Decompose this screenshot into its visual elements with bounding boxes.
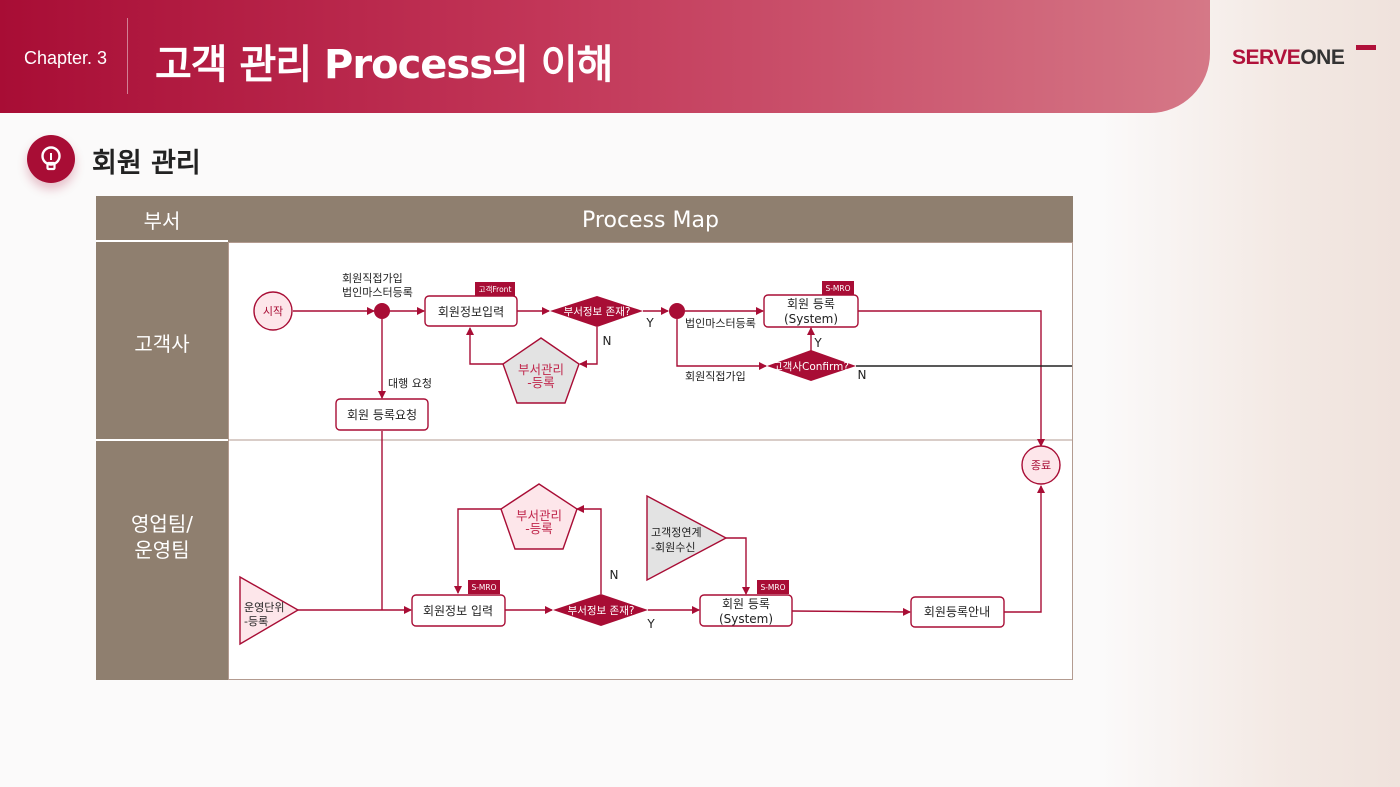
connector (791, 607, 911, 616)
connector (858, 310, 1045, 447)
corp-master-reg-label: 법인마스터등록 (685, 317, 756, 330)
no-label: N (858, 368, 867, 382)
member-reg-system-box (763, 294, 859, 328)
start-label: 시작 (263, 305, 283, 318)
connector (726, 537, 750, 595)
lane-customer: 고객사 (134, 332, 190, 356)
dept-mgmt-label-1: 부서관리 (518, 362, 564, 377)
tag-smro-label: S-MRO (760, 583, 785, 592)
dept-header: 부서 (143, 209, 181, 233)
direct-join-label: 회원직접가입 (342, 272, 403, 285)
member-info-input2-label: 회원정보 입력 (423, 604, 493, 618)
header-divider (127, 18, 128, 94)
connector (1004, 485, 1045, 613)
background-glow (1100, 0, 1400, 787)
yes-label: Y (813, 336, 822, 350)
junction-dot (669, 303, 685, 319)
member-info-input-label: 회원정보입력 (438, 305, 504, 319)
dept-mgmt-pentagon (500, 483, 578, 550)
tag-smro (757, 580, 789, 594)
dept-mgmt-pentagon (502, 337, 580, 404)
connector (676, 319, 767, 370)
tag-smro (468, 580, 500, 594)
member-reg-notice-label: 회원등록안내 (924, 605, 990, 619)
dept-mgmt-label-2: -등록 (525, 521, 553, 536)
start-node (253, 291, 293, 331)
no-label: N (610, 568, 619, 582)
customer-link-triangle (646, 494, 728, 582)
dept-exists-decision (553, 594, 648, 626)
logo-one: ONE (1300, 46, 1345, 69)
end-label: 종료 (1031, 459, 1051, 472)
member-info-input-box (424, 295, 518, 327)
member-reg-request-box (335, 398, 429, 431)
customer-confirm-decision (767, 350, 856, 381)
ops-unit-label-1: 운영단위 (244, 601, 284, 614)
dept-mgmt-label-1: 부서관리 (516, 508, 562, 523)
customer-link-label-1: 고객정연계 (651, 526, 702, 539)
ops-unit-label-2: -등록 (244, 615, 268, 628)
lane-sales-ops: 영업팀/ 운영팀 (131, 512, 193, 562)
ops-unit-triangle (239, 575, 300, 646)
dept-exists-label: 부서정보 존재? (568, 605, 635, 617)
no-label: N (603, 334, 612, 348)
tag-smro-label: S-MRO (825, 284, 850, 293)
member-reg-line1: 회원 등록 (787, 297, 835, 311)
customer-link-label-2: -회원수신 (651, 541, 695, 554)
dept-mgmt-label-2: -등록 (527, 375, 555, 390)
end-node (1021, 445, 1061, 485)
lightbulb-icon (27, 135, 75, 183)
process-map-header: Process Map (582, 208, 719, 233)
yes-label: Y (645, 316, 654, 330)
member-reg-line1: 회원 등록 (722, 597, 770, 611)
header-banner: Chapter. 3 고객 관리 Process의 이해 (0, 0, 1210, 113)
connector (579, 327, 598, 368)
member-info-input2-box (411, 594, 506, 627)
customer-confirm-label: 고객사Confirm? (773, 361, 849, 373)
junction-dot (374, 303, 390, 319)
page-title: 고객 관리 Process의 이해 (155, 42, 613, 88)
section-title: 회원 관리 (92, 148, 201, 179)
yes-label: Y (646, 617, 655, 631)
tag-smro-label: S-MRO (471, 583, 496, 592)
logo-serve: SERVE (1232, 46, 1301, 69)
chapter-label: Chapter. 3 (24, 48, 108, 68)
connector (576, 505, 602, 594)
member-reg-line2: (System) (784, 312, 838, 326)
dept-exists-decision (550, 296, 643, 327)
tag-front (475, 282, 515, 296)
tag-smro (822, 281, 854, 295)
dept-exists-label: 부서정보 존재? (564, 306, 631, 318)
connector (466, 327, 503, 365)
member-reg-notice-box (910, 596, 1005, 628)
connector (454, 508, 501, 594)
tag-front-label: 고객Front (479, 284, 512, 294)
logo-accent-bar (1356, 45, 1376, 50)
proxy-request-label: 대행 요청 (388, 377, 432, 390)
serveone-logo: SERVEONE (1232, 46, 1345, 70)
direct-join-branch-label: 회원직접가입 (685, 370, 746, 383)
member-reg-line2: (System) (719, 612, 773, 626)
corp-master-label: 법인마스터등록 (342, 286, 413, 299)
member-reg-request-label: 회원 등록요청 (347, 408, 417, 422)
member-reg-system-box (699, 594, 793, 627)
